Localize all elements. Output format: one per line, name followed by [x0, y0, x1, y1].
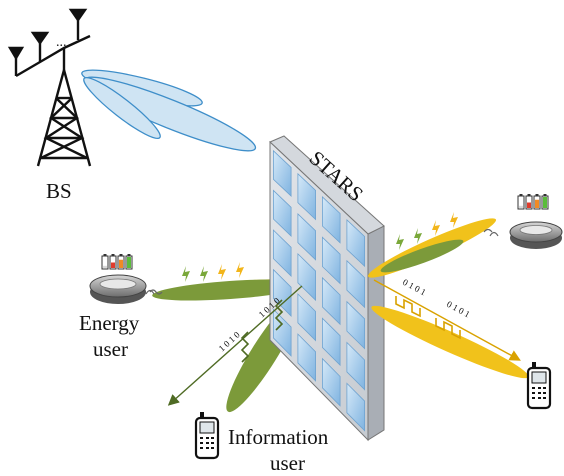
stars-element	[321, 236, 341, 285]
lightning-icon	[432, 220, 440, 236]
battery-icon	[117, 254, 125, 270]
battery-indicators	[517, 194, 549, 210]
stars-element	[272, 229, 292, 277]
stars-panel-face	[269, 140, 369, 442]
stars-element-grid	[272, 149, 366, 432]
energy-incident-beam-green	[152, 279, 308, 301]
energy-bolts	[182, 212, 458, 282]
bits-label: 1 0 1 0	[217, 329, 242, 353]
mobile-phone-icon	[526, 362, 552, 410]
robot-vacuum-icon	[89, 274, 147, 304]
transmitted-beams	[367, 218, 529, 379]
bits-label: 0 1 0 1	[401, 277, 428, 297]
stars-element	[346, 382, 366, 432]
stars-element	[321, 317, 341, 367]
stars-element	[346, 300, 366, 350]
battery-icon	[525, 194, 533, 210]
energy-user-right	[509, 194, 563, 249]
lightning-icon	[396, 234, 404, 250]
lightning-icon	[200, 266, 208, 282]
stars-element	[321, 357, 341, 407]
beam-lobe	[83, 76, 257, 152]
lightning-icon	[450, 212, 458, 228]
stars-element	[346, 259, 366, 309]
battery-icon	[541, 194, 549, 210]
bs-beam-pattern	[81, 69, 257, 152]
stars-element	[272, 149, 292, 198]
energy-user-left: Energy user	[79, 254, 147, 361]
lightning-icon	[218, 264, 226, 280]
bs-label: BS	[46, 179, 72, 203]
information-user-label-line2: user	[270, 451, 305, 475]
stars-element	[321, 195, 341, 244]
stars-surface: STARS	[269, 135, 385, 442]
lightning-icon	[236, 262, 244, 278]
battery-icon	[109, 254, 117, 270]
stars-panel-side	[367, 225, 385, 441]
information-user-label-line1: Information	[228, 425, 329, 449]
battery-indicators	[101, 254, 133, 270]
stars-element	[297, 333, 317, 382]
energy-transmitted-beam-green	[380, 239, 464, 273]
stars-element	[297, 293, 317, 342]
lightning-icon	[414, 228, 422, 244]
stars-element	[272, 308, 292, 357]
tower-icon	[7, 8, 92, 167]
battery-icon	[533, 194, 541, 210]
battery-icon	[101, 254, 109, 270]
stars-element	[272, 268, 292, 317]
information-transmitted-beam-yellow	[371, 305, 529, 379]
stars-element	[297, 252, 317, 302]
antenna-dots: ...	[56, 35, 67, 50]
stars-element	[297, 172, 317, 221]
stars-element	[272, 189, 292, 238]
information-user-left: Information user	[194, 412, 329, 475]
beam-lobe	[83, 76, 161, 140]
mobile-phone-icon	[194, 412, 220, 460]
lightning-icon	[182, 266, 190, 282]
bits-label: 0 1 0 1	[445, 299, 472, 319]
robot-vacuum-icon	[509, 221, 563, 249]
battery-icon	[125, 254, 133, 270]
information-user-right	[526, 362, 552, 410]
energy-user-label-line1: Energy	[79, 311, 140, 335]
stars-element	[346, 341, 366, 391]
energy-user-label-line2: user	[93, 337, 128, 361]
stars-element	[297, 212, 317, 261]
battery-icon	[517, 194, 525, 210]
base-station: ... BS	[7, 8, 92, 203]
stars-element	[321, 276, 341, 326]
stars-element	[346, 218, 366, 268]
